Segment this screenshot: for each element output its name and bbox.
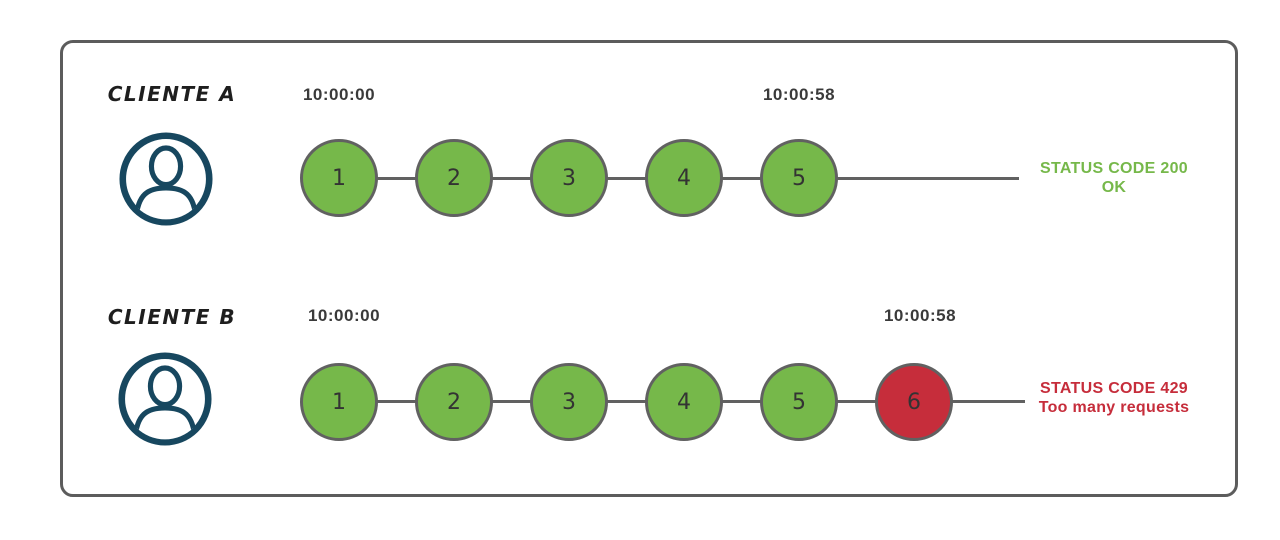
request-circle: 3 <box>530 139 608 217</box>
start-time-label-a: 10:00:00 <box>302 85 376 104</box>
status-code-line: STATUS CODE 429 <box>1040 380 1188 397</box>
end-time-label-b: 10:00:58 <box>883 306 957 325</box>
request-circle: 2 <box>415 363 493 441</box>
request-circle: 6 <box>875 363 953 441</box>
status-message-line: Too many requests <box>1038 399 1190 416</box>
request-circle: 2 <box>415 139 493 217</box>
status-code-line: STATUS CODE 200 <box>1040 160 1188 177</box>
start-time-label-b: 10:00:00 <box>307 306 381 325</box>
request-circle: 4 <box>645 139 723 217</box>
request-circle: 4 <box>645 363 723 441</box>
client-a-label: CLIENTE A <box>107 82 237 106</box>
request-circle: 5 <box>760 139 838 217</box>
status-message-line: OK <box>1101 179 1127 196</box>
user-avatar-icon <box>119 132 213 226</box>
status-text-a: STATUS CODE 200 OK <box>1025 159 1203 197</box>
user-avatar-icon <box>118 352 212 446</box>
request-circle: 3 <box>530 363 608 441</box>
request-circle: 5 <box>760 363 838 441</box>
request-circle: 1 <box>300 139 378 217</box>
request-circle: 1 <box>300 363 378 441</box>
status-text-b: STATUS CODE 429 Too many requests <box>1025 379 1203 417</box>
client-b-label: CLIENTE B <box>107 305 237 329</box>
end-time-label-a: 10:00:58 <box>762 85 836 104</box>
